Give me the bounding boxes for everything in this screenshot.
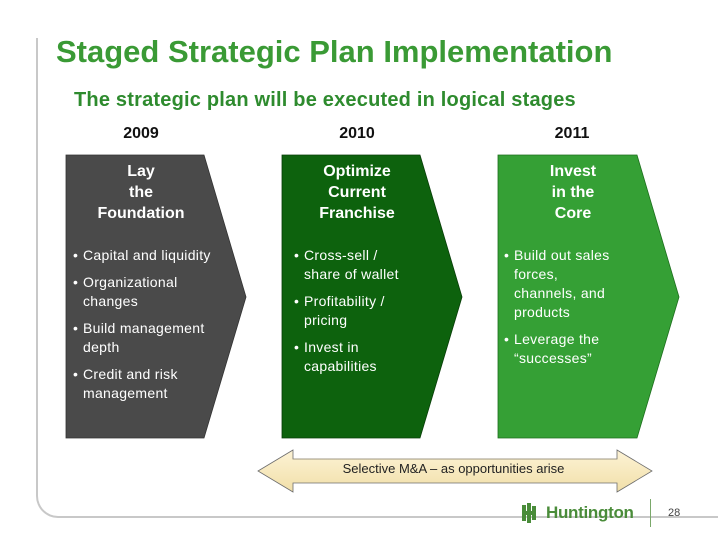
bullet-line: Organizational — [83, 274, 178, 290]
bullet-line: “successes” — [514, 350, 592, 366]
stage-heading-line: in the — [551, 184, 595, 201]
list-item: Build management depth — [73, 319, 238, 357]
list-item: Cross-sell / share of wallet — [294, 246, 444, 284]
bullet-line: depth — [83, 339, 120, 355]
stage-heading-2009: Lay the Foundation — [66, 161, 216, 224]
year-label-2009: 2009 — [123, 125, 159, 142]
bullet-line: Profitability / — [304, 293, 385, 309]
bullet-line: Leverage the — [514, 331, 600, 347]
huntington-mark-icon — [522, 503, 540, 523]
stage-heading-line: Core — [554, 205, 592, 222]
bullet-line: Build management — [83, 320, 205, 336]
slide-title: Staged Strategic Plan Implementation — [56, 34, 613, 69]
arrow-label: Selective M&A – as opportunities arise — [342, 461, 565, 476]
list-item: Leverage the “successes” — [504, 330, 654, 368]
bullet-line: products — [514, 304, 571, 320]
footer-divider — [650, 499, 651, 527]
stage-heading-line: Franchise — [319, 205, 395, 222]
stage-bullets-2011: Build out sales forces, channels, and pr… — [504, 246, 654, 376]
list-item: Invest in capabilities — [294, 338, 444, 376]
slide-frame — [36, 38, 718, 518]
bullet-line: pricing — [304, 312, 348, 328]
list-item: Capital and liquidity — [73, 246, 238, 265]
bullet-line: management — [83, 385, 168, 401]
stage-heading-line: Lay — [127, 163, 155, 180]
bullet-line: channels, and — [514, 285, 606, 301]
list-item: Organizational changes — [73, 273, 238, 311]
stage-heading-line: Optimize — [323, 163, 391, 180]
bullet-line: share of wallet — [304, 266, 399, 282]
bullet-line: Capital and liquidity — [83, 247, 211, 263]
bullet-line: forces, — [514, 266, 559, 282]
stage-bullets-2009: Capital and liquidity Organizational chan… — [73, 246, 238, 411]
logo-text: Huntington — [546, 503, 634, 522]
stage-heading-2011: Invest in the Core — [498, 161, 648, 224]
bullet-line: changes — [83, 293, 139, 309]
bullet-line: Invest in — [304, 339, 359, 355]
year-label-2011: 2011 — [554, 125, 590, 142]
stage-heading-line: Current — [328, 184, 386, 201]
double-arrow — [257, 449, 653, 493]
list-item: Build out sales forces, channels, and pr… — [504, 246, 654, 322]
bullet-line: Build out sales — [514, 247, 610, 263]
stage-heading-line: the — [129, 184, 153, 201]
stage-heading-2010: Optimize Current Franchise — [282, 161, 432, 224]
stage-bullets-2010: Cross-sell / share of wallet Profitabilit… — [294, 246, 444, 384]
huntington-logo: Huntington — [522, 503, 634, 523]
bullet-line: Cross-sell / — [304, 247, 378, 263]
stage-heading-line: Invest — [549, 163, 597, 180]
year-label-2010: 2010 — [339, 125, 375, 142]
page-number: 28 — [668, 507, 681, 519]
slide-subtitle: The strategic plan will be executed in l… — [74, 89, 576, 111]
stage-heading-line: Foundation — [97, 205, 185, 222]
list-item: Profitability / pricing — [294, 292, 444, 330]
list-item: Credit and risk management — [73, 365, 238, 403]
bullet-line: Credit and risk — [83, 366, 178, 382]
bullet-line: capabilities — [304, 358, 377, 374]
